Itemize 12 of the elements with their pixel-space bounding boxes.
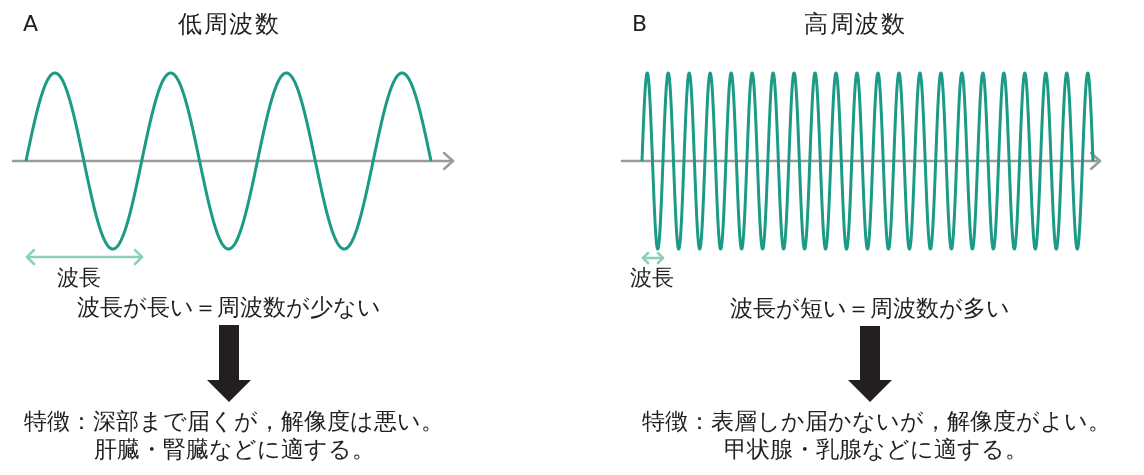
- statement-text: 波長が長い＝周波数が少ない: [77, 293, 381, 325]
- block-arrow: [207, 325, 251, 402]
- feature-text: 特徴：表層しか届かないが，解像度がよい。甲状腺・乳腺などに適する。: [637, 402, 1115, 463]
- statement-text: 波長が短い＝周波数が多い: [730, 294, 1010, 326]
- block-arrow: [848, 326, 892, 402]
- panel-heading: 低周波数: [178, 10, 280, 38]
- dimension-label: 波長: [630, 265, 674, 291]
- dimension-label: 波長: [57, 265, 101, 291]
- panel-letter: B: [632, 11, 648, 37]
- panel-heading: 高周波数: [804, 10, 906, 38]
- panel-letter: A: [23, 11, 39, 37]
- feature-text: 特徴：深部まで届くが，解像度は悪い。肝臓・腎臓などに適する。: [19, 402, 449, 463]
